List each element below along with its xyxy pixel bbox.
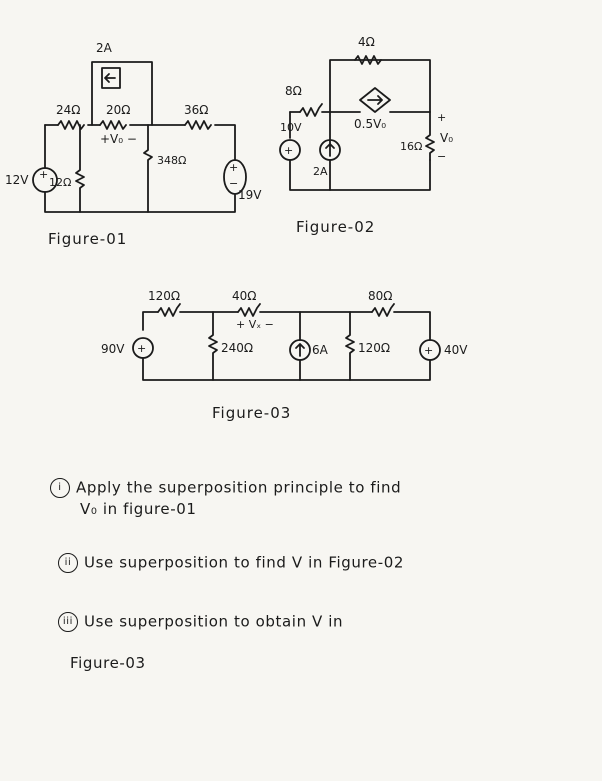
question-number: i xyxy=(50,478,70,498)
question-text: Use superposition to obtain V in xyxy=(84,612,344,631)
resistor-40 xyxy=(237,303,261,317)
question-text: Apply the superposition principle to fin… xyxy=(76,478,402,497)
label-2a: 2A xyxy=(96,41,113,55)
label-80ohm: 80Ω xyxy=(368,289,392,303)
question-3: iii Use superposition to obtain V in xyxy=(58,612,343,632)
figure-02-caption: Figure-02 xyxy=(296,218,376,236)
resistor-120a xyxy=(157,303,181,317)
plus-sign: + xyxy=(424,344,433,357)
label-vo: +V₀ − xyxy=(100,132,137,146)
label-12v: 12V xyxy=(5,173,29,187)
label-10v: 10V xyxy=(280,121,302,134)
label-20ohm: 20Ω xyxy=(106,103,130,117)
resistor-348 xyxy=(143,124,153,213)
label-8ohm: 8Ω xyxy=(285,84,302,98)
question-2: ii Use superposition to find V in Figure-… xyxy=(58,553,404,573)
plus-sign: + xyxy=(229,161,238,174)
figure-02-circuit xyxy=(279,55,435,191)
figure-03-circuit xyxy=(132,303,441,381)
label-vx: + Vₓ − xyxy=(236,318,274,331)
label-40ohm: 40Ω xyxy=(232,289,256,303)
voltage-source-40v xyxy=(419,339,441,361)
label-16ohm: 16Ω xyxy=(400,140,422,153)
figure-01-circuit xyxy=(32,61,247,213)
resistor-120b xyxy=(345,311,355,381)
figure-01-labels: 2A 24Ω 20Ω +V₀ − 36Ω 348Ω 12Ω 12V + + − … xyxy=(5,41,262,202)
label-36ohm: 36Ω xyxy=(184,103,208,117)
resistor-16 xyxy=(425,111,435,161)
label-348ohm: 348Ω xyxy=(157,154,186,167)
label-120ohm: 120Ω xyxy=(148,289,180,303)
figure-03-labels: 120Ω 40Ω 80Ω + Vₓ − 240Ω 6A 120Ω 90V + +… xyxy=(101,289,468,357)
resistor-4 xyxy=(354,55,382,65)
label-12ohm: 12Ω xyxy=(49,176,71,189)
question-1-line2: V₀ in figure-01 xyxy=(80,500,197,518)
plus-sign: + xyxy=(284,144,293,157)
label-240ohm: 240Ω xyxy=(221,341,253,355)
voltage-source-19v xyxy=(223,159,247,195)
label-dependent: 0.5V₀ xyxy=(354,117,386,131)
label-90v: 90V xyxy=(101,342,125,356)
figure-02-labels: 4Ω 8Ω 10V + 0.5V₀ 2A 16Ω + V₀ − xyxy=(280,35,453,178)
question-text: Use superposition to find V in Figure-02 xyxy=(84,553,405,572)
plus-sign: + xyxy=(39,168,48,181)
label-19v: 19V xyxy=(238,188,262,202)
question-number: ii xyxy=(58,553,78,573)
resistor-80 xyxy=(371,303,395,317)
resistor-20 xyxy=(99,120,127,130)
label-40v: 40V xyxy=(444,343,468,357)
figure-03-caption: Figure-03 xyxy=(212,404,292,422)
question-number: iii xyxy=(58,612,78,632)
resistor-8 xyxy=(299,103,323,117)
figure-01-caption: Figure-01 xyxy=(48,230,128,248)
label-120ohm: 120Ω xyxy=(358,341,390,355)
plus-sign: + xyxy=(137,342,146,355)
resistor-240 xyxy=(208,311,218,381)
plus-sign: + xyxy=(437,111,446,124)
minus-sign: − xyxy=(229,177,238,190)
dependent-source xyxy=(359,87,391,113)
label-6a: 6A xyxy=(312,343,329,357)
label-24ohm: 24Ω xyxy=(56,103,80,117)
resistor-12 xyxy=(75,124,85,213)
resistor-36 xyxy=(184,120,212,130)
question-3-line2: Figure-03 xyxy=(70,654,146,672)
label-4ohm: 4Ω xyxy=(358,35,375,49)
question-1: i Apply the superposition principle to fi… xyxy=(50,478,401,498)
label-vo: V₀ xyxy=(440,131,453,145)
minus-sign: − xyxy=(437,150,446,163)
label-2a: 2A xyxy=(313,165,328,178)
